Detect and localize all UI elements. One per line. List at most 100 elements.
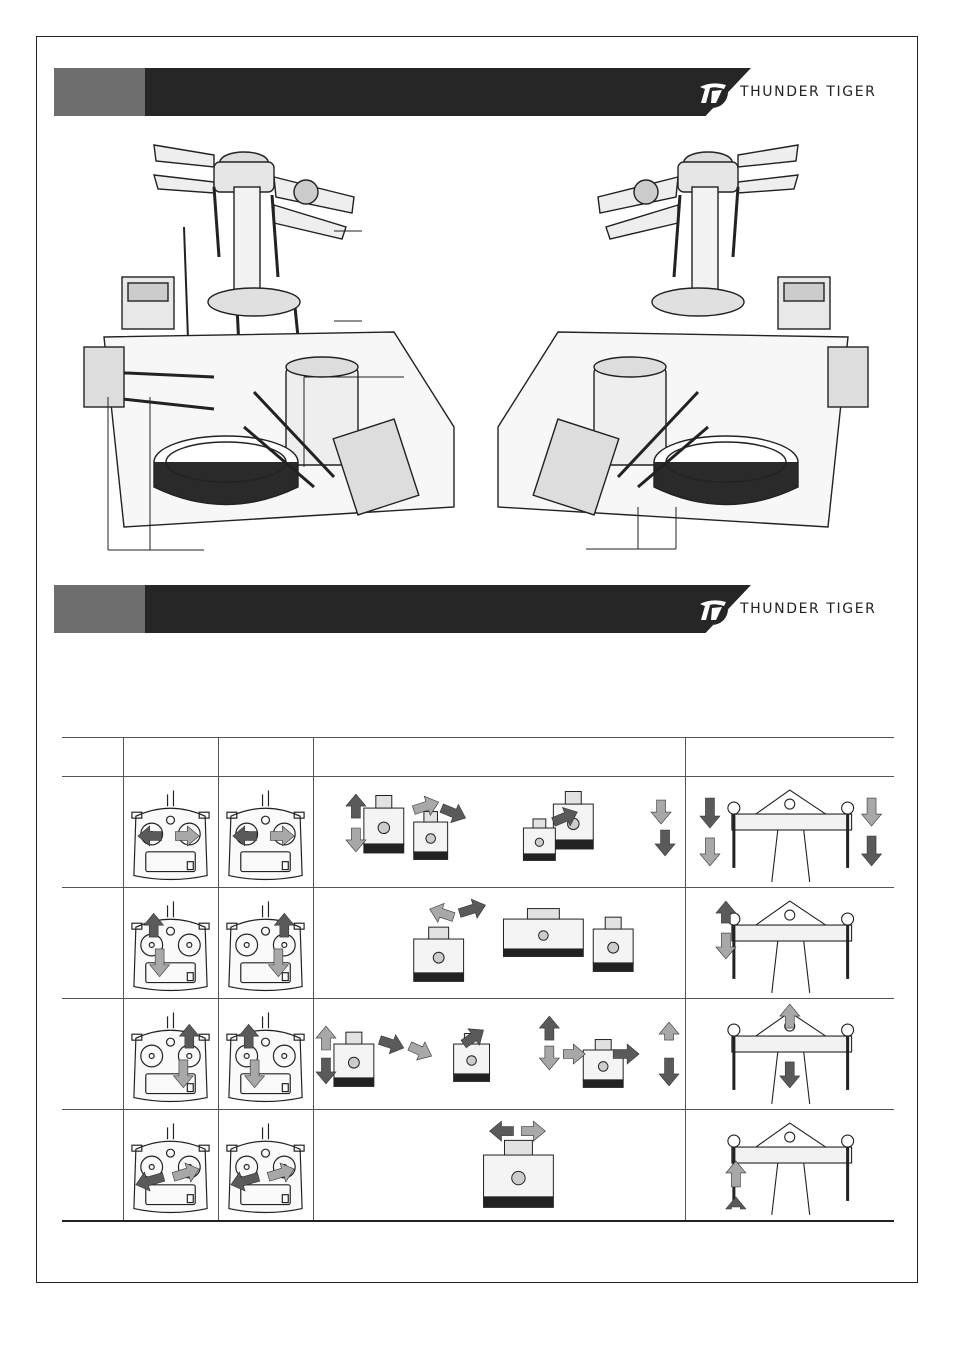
servo-icon: [482, 1139, 554, 1208]
helicopter-right-illustration: [490, 127, 888, 552]
head-movement-cell: [684, 998, 894, 1110]
table-row: [62, 998, 894, 1110]
transmitter-diagram: [130, 790, 210, 881]
arrow-icon: [411, 795, 439, 816]
transmitter-diagram: [130, 1012, 210, 1103]
servo-movement-cell: [312, 887, 686, 999]
arrow-icon: [243, 1059, 265, 1089]
section-2-heading-bar: [145, 585, 751, 633]
section-2-banner: THUNDER TIGER: [54, 585, 898, 633]
arrow-icon: [174, 825, 200, 847]
arrow-icon: [314, 1057, 337, 1085]
arrow-icon: [612, 1043, 640, 1065]
arrow-icon: [134, 1171, 165, 1192]
row-label: [62, 1109, 124, 1222]
transmitter-diagram: [130, 901, 210, 992]
page-frame: [36, 36, 918, 1283]
transmitter-icon: [130, 1012, 210, 1103]
arrow-icon: [314, 1025, 337, 1051]
transmitter-diagram: [130, 1123, 210, 1214]
arrow-icon: [231, 825, 257, 847]
helicopter-head-icon: [497, 144, 869, 550]
arrow-icon: [171, 1162, 200, 1183]
head-movement-cell: [684, 776, 894, 888]
servo-icon: [362, 794, 404, 854]
transmitter-icon: [225, 1012, 305, 1103]
servo-icon: [332, 1031, 374, 1087]
transmitter-diagram: [225, 1123, 305, 1214]
servo-icon: [592, 916, 634, 972]
table-row: [62, 887, 894, 999]
transmitter-mode-1-cell: [122, 776, 219, 888]
arrow-icon: [860, 835, 882, 867]
servo-movement-cell: [312, 1109, 686, 1222]
transmitter-icon: [130, 901, 210, 992]
transmitter-mode-2-cell: [217, 776, 314, 888]
brand-name: THUNDER TIGER: [740, 601, 877, 617]
arrow-icon: [237, 1023, 259, 1049]
table-header-cell: [684, 737, 894, 777]
arrow-icon: [460, 1028, 484, 1049]
table-header-cell: [217, 737, 314, 777]
arrow-icon: [778, 1061, 800, 1089]
arrow-icon: [273, 912, 295, 938]
swashplate-icon: [714, 900, 854, 993]
thunder-tiger-logo-icon: [696, 593, 728, 625]
arrow-icon: [439, 803, 466, 824]
arrow-icon: [520, 1120, 546, 1142]
transmitter-icon: [225, 1123, 305, 1214]
arrow-icon: [269, 825, 295, 847]
arrow-icon: [229, 1171, 260, 1192]
table-row: [62, 1109, 894, 1222]
arrow-icon: [550, 806, 578, 827]
arrow-icon: [344, 793, 366, 819]
arrow-icon: [714, 932, 737, 960]
arrow-icon: [344, 827, 366, 853]
table-header-cell: [312, 737, 686, 777]
arrow-icon: [428, 902, 455, 924]
transmitter-mode-2-cell: [217, 887, 314, 999]
arrow-icon: [267, 948, 289, 978]
arrow-icon: [698, 797, 721, 829]
table-row: [62, 776, 894, 888]
servo-movement-cell: [312, 776, 686, 888]
arrow-icon: [148, 948, 170, 978]
transmitter-diagram: [225, 901, 305, 992]
arrow-icon: [406, 1041, 432, 1061]
control-check-table: [62, 737, 894, 1222]
servo-icon: [502, 908, 584, 957]
helicopter-head-icon: [83, 144, 455, 551]
arrow-icon: [377, 1034, 404, 1055]
swashplate-icon: [726, 1003, 854, 1104]
servo-icon: [412, 811, 448, 860]
arrow-icon: [538, 1045, 560, 1071]
servo-linkage-diagram: [314, 1015, 680, 1088]
arrow-icon: [142, 912, 164, 938]
head-movement-cell: [684, 887, 894, 999]
servo-icon: [582, 1039, 624, 1088]
table-header-row: [62, 737, 894, 777]
transmitter-mode-2-cell: [217, 998, 314, 1110]
arrow-icon: [778, 1003, 800, 1029]
arrow-icon: [860, 797, 882, 827]
arrow-icon: [653, 829, 676, 857]
transmitter-mode-1-cell: [122, 887, 219, 999]
swashplate-icon: [724, 1122, 854, 1215]
transmitter-mode-1-cell: [122, 1109, 219, 1222]
transmitter-mode-1-cell: [122, 998, 219, 1110]
section-1-heading-bar: [145, 68, 751, 116]
servo-linkage-diagram: [412, 898, 634, 982]
transmitter-icon: [130, 790, 210, 881]
section-2-number-block: [54, 585, 145, 633]
swashplate-icon: [698, 789, 882, 882]
arrow-icon: [698, 837, 721, 867]
transmitter-diagram: [225, 790, 305, 881]
arrow-icon: [178, 1023, 200, 1049]
head-movement-cell: [684, 1109, 894, 1222]
row-label: [62, 776, 124, 888]
section-1-banner: THUNDER TIGER: [54, 68, 898, 116]
section-1-number-block: [54, 68, 145, 116]
arrow-icon: [657, 1057, 680, 1087]
arrow-icon: [649, 799, 672, 825]
arrow-icon: [657, 1021, 680, 1041]
